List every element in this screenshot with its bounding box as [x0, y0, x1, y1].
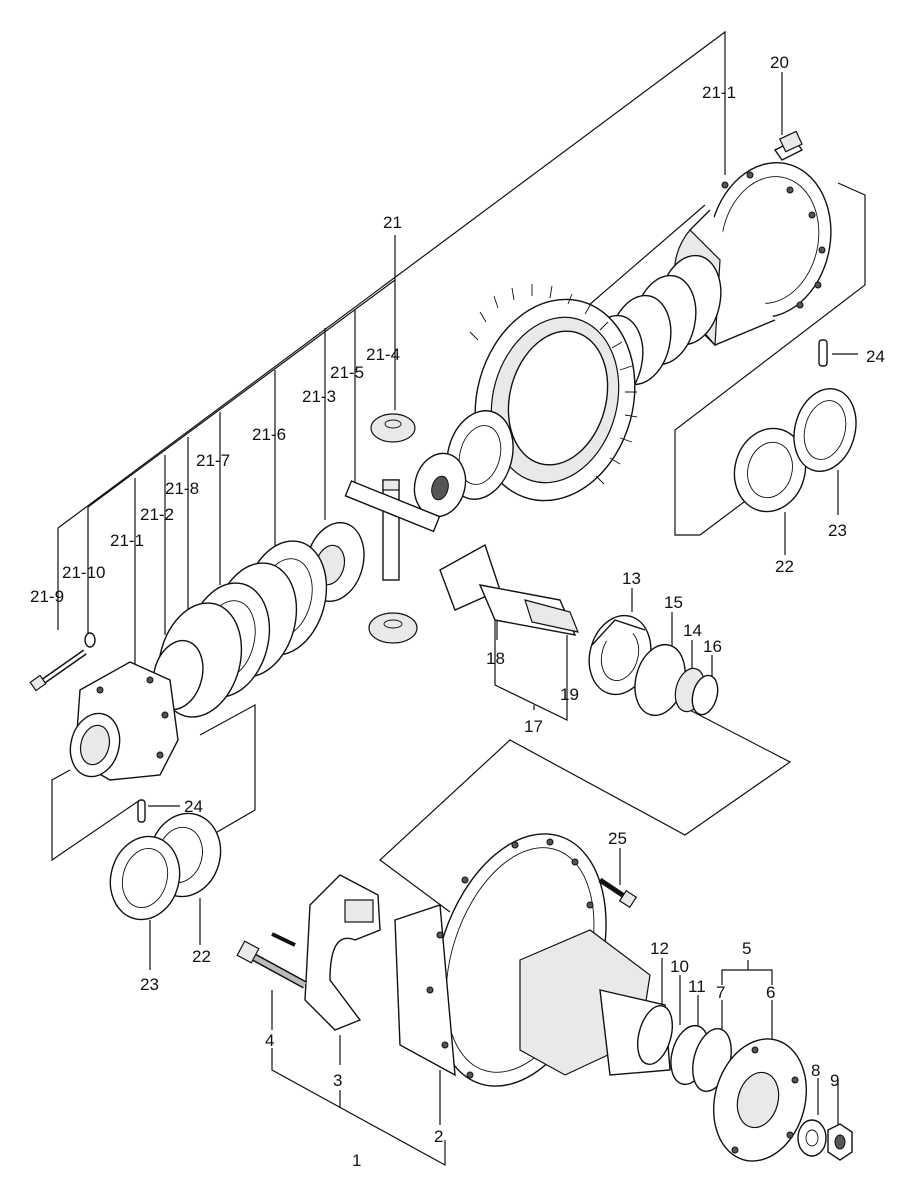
- bolt-21-9: [29, 649, 87, 692]
- label-21-10: 21-10: [62, 563, 105, 582]
- clutch-discs-left: [152, 540, 328, 718]
- label-20: 20: [770, 53, 789, 72]
- label-6: 6: [766, 983, 775, 1002]
- pin-24-top: [818, 339, 828, 367]
- label-1: 1: [352, 1151, 361, 1170]
- adjuster-nut-23-bottom: [109, 835, 181, 921]
- label-22-bottom: 22: [192, 947, 211, 966]
- oil-seal-12: [637, 1005, 673, 1065]
- bolt-25: [598, 877, 638, 909]
- label-8: 8: [811, 1061, 820, 1080]
- label-4: 4: [265, 1031, 274, 1050]
- label-21-3: 21-3: [302, 387, 336, 406]
- label-21: 21: [383, 213, 402, 232]
- label-24-top: 24: [866, 347, 885, 366]
- nut-9: [827, 1123, 853, 1161]
- differential-case-half-left: [69, 661, 179, 781]
- side-gear-middle: [413, 410, 514, 518]
- washer-8: [797, 1119, 827, 1157]
- carrier-housing-2: [394, 833, 671, 1087]
- label-22-top: 22: [775, 557, 794, 576]
- companion-flange-6: [712, 1038, 808, 1162]
- label-7: 7: [716, 983, 725, 1002]
- snap-ring-16: [691, 674, 719, 716]
- label-25: 25: [608, 829, 627, 848]
- label-21-6: 21-6: [252, 425, 286, 444]
- label-21-1-top: 21-1: [702, 83, 736, 102]
- label-18: 18: [486, 649, 505, 668]
- label-23-bottom: 23: [140, 975, 159, 994]
- bearing-22-top: [733, 427, 807, 513]
- spider-pinion-gears: [368, 413, 418, 644]
- bearing-cap-3: [304, 874, 381, 1031]
- bolt-20: [773, 130, 804, 161]
- label-16: 16: [703, 637, 722, 656]
- label-21-4: 21-4: [366, 345, 400, 364]
- washer-21-10: [84, 632, 96, 648]
- label-2: 2: [434, 1127, 443, 1146]
- label-12: 12: [650, 939, 669, 958]
- ring-gear: [469, 284, 638, 502]
- drive-pinion: [439, 543, 579, 636]
- cross-spider: [344, 479, 441, 581]
- bolt-4: [236, 932, 307, 989]
- label-21-5: 21-5: [330, 363, 364, 382]
- adjuster-nut-23-top: [793, 387, 857, 473]
- label-17: 17: [524, 717, 543, 736]
- label-11: 11: [688, 977, 706, 996]
- label-10: 10: [670, 957, 689, 976]
- label-3: 3: [333, 1071, 342, 1090]
- label-23-top: 23: [828, 521, 847, 540]
- label-15: 15: [664, 593, 683, 612]
- label-5: 5: [742, 939, 751, 958]
- label-21-2: 21-2: [140, 505, 174, 524]
- label-24-bottom: 24: [184, 797, 203, 816]
- label-9: 9: [830, 1071, 839, 1090]
- label-21-1-left: 21-1: [110, 531, 144, 550]
- label-21-8: 21-8: [165, 479, 199, 498]
- label-14: 14: [683, 621, 702, 640]
- pin-24-bottom: [137, 799, 146, 823]
- label-13: 13: [622, 569, 641, 588]
- leader-lines: [51, 30, 866, 1167]
- part-labels: 20 21-1 21 21-4 21-5 21-3 21-6 21-7 21-8…: [30, 53, 885, 1170]
- label-21-7: 21-7: [196, 451, 230, 470]
- label-21-9: 21-9: [30, 587, 64, 606]
- label-19: 19: [560, 685, 579, 704]
